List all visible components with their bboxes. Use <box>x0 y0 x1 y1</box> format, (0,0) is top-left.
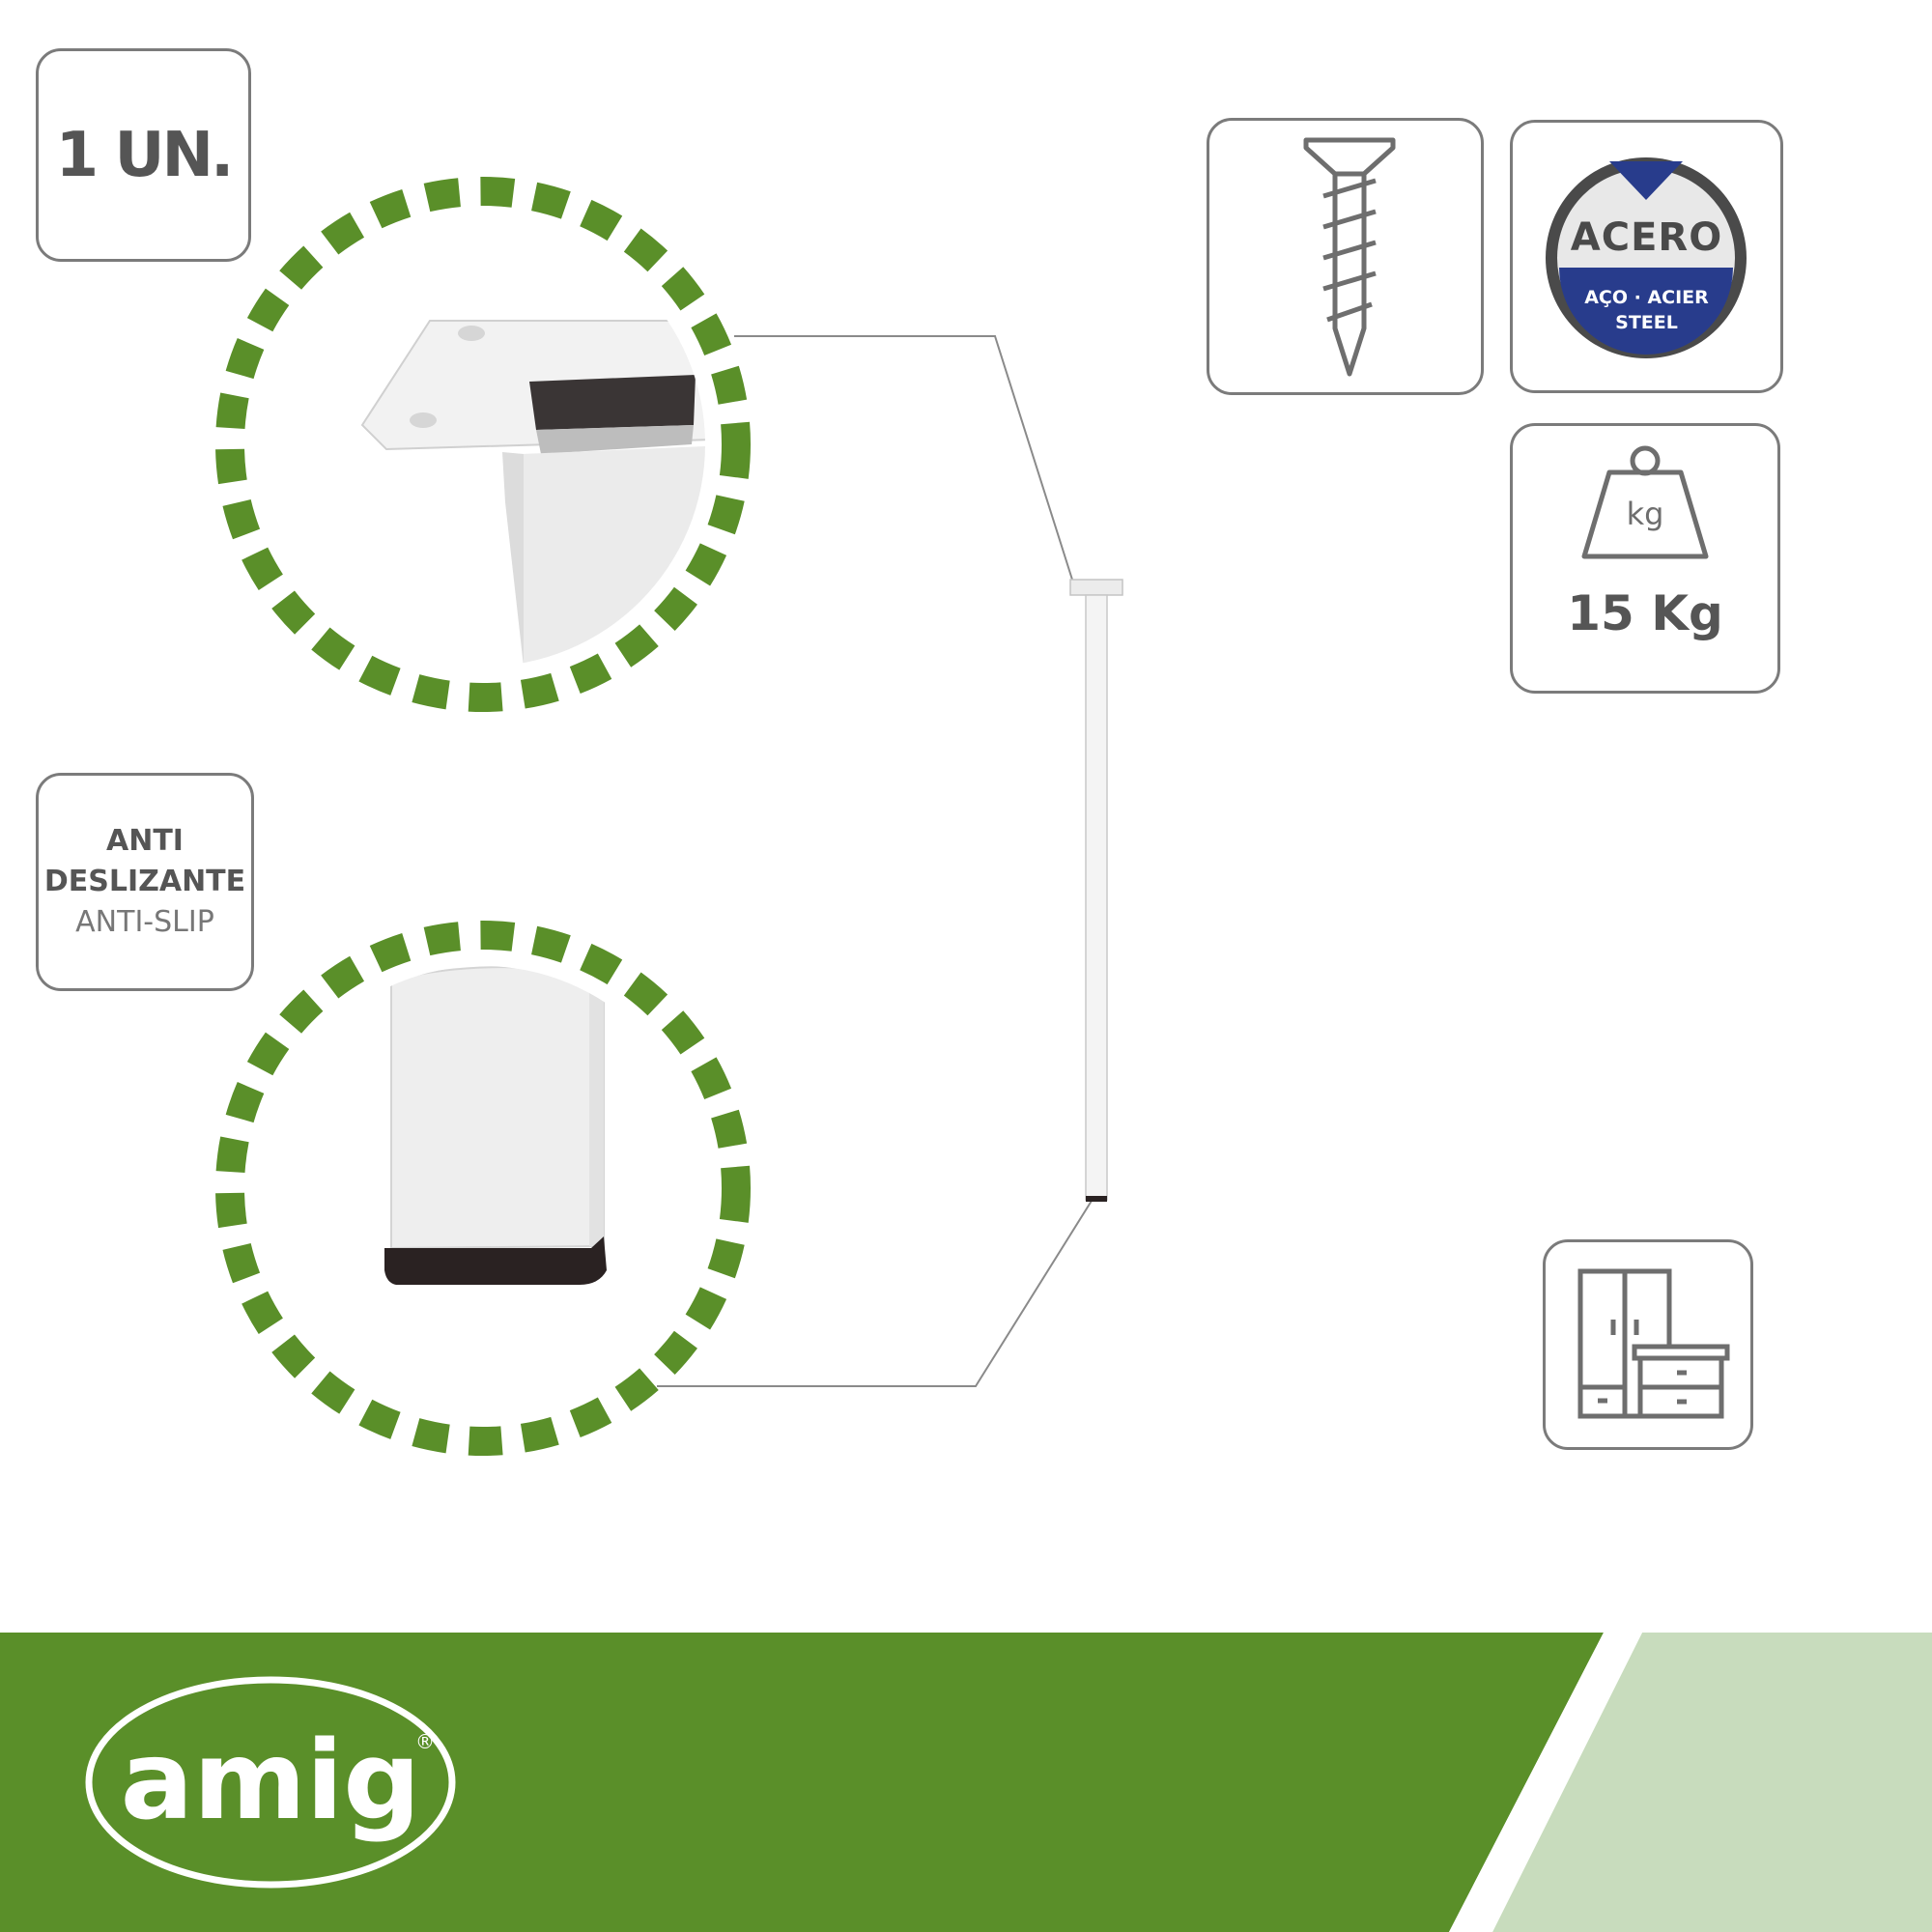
quantity-badge: 1 UN. <box>36 48 251 262</box>
material-line2: AÇO · ACIER <box>1584 287 1709 308</box>
anti-slip-badge: ANTI DESLIZANTE ANTI-SLIP <box>36 773 254 991</box>
callout-line-bottom <box>657 1200 1093 1387</box>
callout-line-top <box>734 335 1073 581</box>
weight-icon <box>1581 445 1709 559</box>
steel-material-icon <box>1546 157 1747 358</box>
dashed-circle-top <box>215 177 751 712</box>
screw-badge <box>1207 118 1484 395</box>
registered-mark: ® <box>415 1730 435 1753</box>
anti-slip-line2: DESLIZANTE <box>43 865 246 898</box>
top-plate-detail-photo <box>360 320 705 667</box>
brand-name: amig <box>121 1719 421 1844</box>
furniture-leg-image <box>1069 579 1123 1202</box>
material-title: ACERO <box>1570 215 1723 260</box>
anti-slip-line3: ANTI-SLIP <box>75 905 214 939</box>
furniture-icon <box>1577 1268 1730 1419</box>
amig-logo: amig ® <box>85 1676 456 1889</box>
quantity-label: 1 UN. <box>55 119 235 191</box>
dashed-circle-bottom <box>215 921 751 1456</box>
weight-value: 15 Kg <box>1567 585 1723 641</box>
screw-icon <box>1303 137 1396 377</box>
material-badge: ACERO AÇO · ACIER STEEL <box>1510 120 1783 393</box>
anti-slip-line1: ANTI <box>106 824 184 858</box>
weight-badge: kg 15 Kg <box>1510 423 1780 694</box>
furniture-badge <box>1543 1239 1753 1450</box>
brand-footer: amig ® <box>0 1633 1932 1932</box>
anti-slip-foot-photo <box>384 966 607 1285</box>
weight-icon-label: kg <box>1626 496 1664 532</box>
material-line3: STEEL <box>1615 312 1678 333</box>
